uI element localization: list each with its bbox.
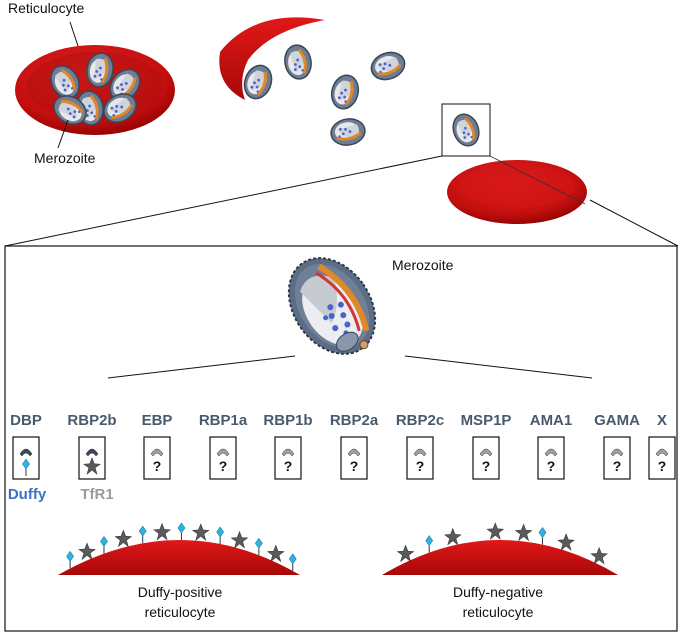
ligand-shape-rbp2a [347, 448, 361, 457]
duffy-receptor-icon [538, 527, 547, 546]
unknown-receptor-mark: ? [283, 458, 293, 474]
ligand-box-gama [603, 436, 631, 480]
ligand-label-rbp2b: RBP2b [67, 412, 117, 429]
ligand-label-rbp1b: RBP1b [263, 412, 313, 429]
tfr1-receptor-icon [486, 522, 504, 540]
ligand-label-ama1: AMA1 [529, 412, 573, 429]
duffy-receptor-icon [138, 525, 147, 544]
duffy-receptor-icon [254, 537, 263, 556]
ligand-boxes [12, 436, 676, 480]
duffy-negative-caption: Duffy-negative reticulocyte [398, 582, 598, 622]
unknown-receptor-mark: ? [218, 458, 228, 474]
duffy-receptor-icon [177, 522, 186, 541]
ligand-label-msp1p: MSP1P [460, 412, 512, 429]
tfr1-receptor-icon [114, 530, 132, 547]
duffy-receptor-label: Duffy [7, 486, 47, 503]
duffy-receptor-icon [99, 535, 108, 554]
tfr1-receptor-icon [267, 545, 285, 562]
ligand-shape-x [655, 448, 669, 457]
unknown-receptor-mark: ? [415, 458, 425, 474]
unknown-receptor-mark: ? [152, 458, 162, 474]
duffy-negative-cell [382, 540, 618, 575]
duffy-receptor-icon [66, 550, 75, 569]
large-merozoite [287, 257, 377, 355]
ligand-box-ama1 [537, 436, 565, 480]
ligand-box-msp1p [472, 436, 500, 480]
ligand-label-rbp1a: RBP1a [198, 412, 248, 429]
duffy-receptor-icon [288, 553, 297, 572]
tfr1-receptor-icon [231, 531, 248, 549]
reticulocyte-label: Reticulocyte [8, 0, 85, 16]
ligand-shape-rbp1b [281, 448, 295, 457]
duffy-positive-caption: Duffy-positive reticulocyte [80, 582, 280, 622]
merozoite-label-panel: Merozoite [392, 257, 454, 273]
merozoite-label-top: Merozoite [34, 150, 96, 166]
ligand-label-dbp: DBP [10, 412, 42, 429]
duffy-positive-line1: Duffy-positive [137, 584, 223, 600]
duffy-positive-line2: reticulocyte [144, 604, 216, 620]
ligand-shape-msp1p [479, 448, 493, 457]
tfr1-receptor-icon [444, 528, 462, 545]
unknown-receptor-mark: ? [481, 458, 491, 474]
duffy-positive-cell [58, 540, 300, 575]
ligand-box-rbp2a [340, 436, 368, 480]
duffy-receptor-icon [216, 526, 225, 545]
ligand-label-x: X [656, 412, 667, 429]
tfr1-receptor-icon [557, 533, 575, 551]
tfr1-receptor-icon [153, 523, 171, 541]
tfr1-receptor-icon [397, 545, 414, 562]
ligand-box-ebp [143, 436, 171, 480]
duffy-receptor-icon [425, 535, 434, 554]
tfr1-receptor-icon [192, 523, 210, 541]
ligand-shape-rbp2b [85, 448, 99, 457]
tfr1-receptor-icon [78, 542, 96, 560]
tfr1-receptor-icon [590, 547, 608, 565]
ligand-shape-ebp [150, 448, 164, 457]
ligand-box-rbp1b [274, 436, 302, 480]
unknown-receptor-mark: ? [546, 458, 556, 474]
ligand-shape-ama1 [544, 448, 558, 457]
duffy-negative-line2: reticulocyte [462, 604, 534, 620]
detail-panel [4, 245, 678, 632]
ligand-shape-rbp1a [216, 448, 230, 457]
tfr1-receptor-icon [515, 524, 532, 541]
tfr1-receptor-label: TfR1 [80, 486, 114, 503]
ligand-shape-dbp [19, 448, 33, 457]
ligand-box-rbp2c [406, 436, 434, 480]
duffy-negative-line1: Duffy-negative [452, 584, 543, 600]
unknown-receptor-mark: ? [657, 458, 667, 474]
ligand-box-x [648, 436, 676, 480]
ligand-label-rbp2c: RBP2c [395, 412, 445, 429]
unknown-receptor-mark: ? [612, 458, 622, 474]
unknown-receptor-mark: ? [349, 458, 359, 474]
ligand-label-gama: GAMA [594, 412, 640, 429]
ligand-shape-rbp2c [413, 448, 427, 457]
ligand-box-rbp1a [209, 436, 237, 480]
ligand-label-rbp2a: RBP2a [329, 412, 379, 429]
ruptured-cell [219, 17, 325, 100]
ligand-shape-gama [610, 448, 624, 457]
ligand-label-ebp: EBP [141, 412, 173, 429]
